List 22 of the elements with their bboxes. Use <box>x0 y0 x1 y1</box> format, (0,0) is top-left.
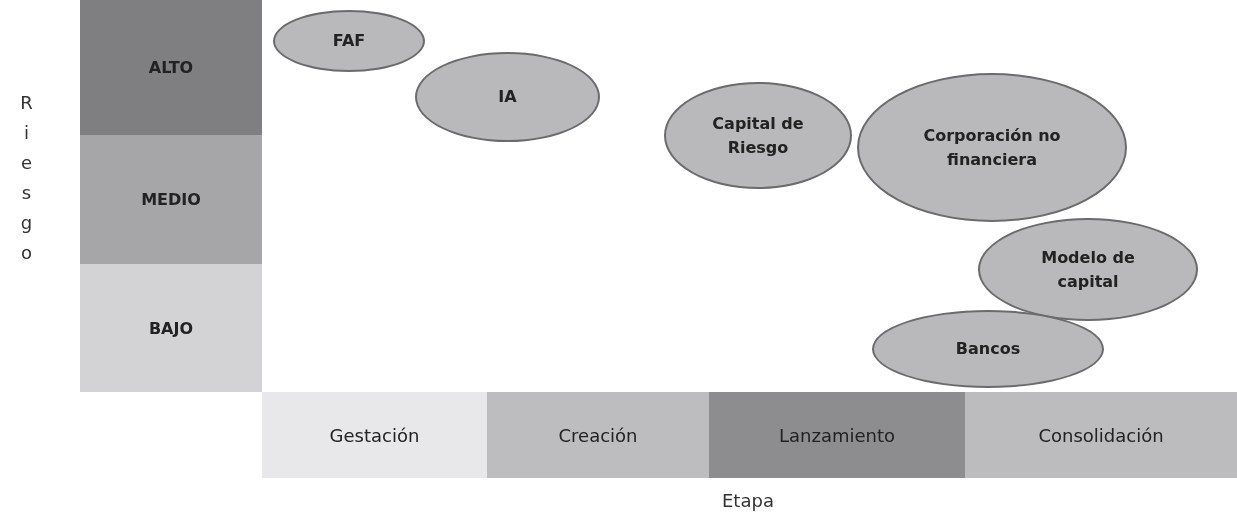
axis-title: Etapa <box>722 490 774 511</box>
band-label: ALTO <box>147 58 195 77</box>
stage-band <box>487 392 709 478</box>
band-label: MEDIO <box>140 190 202 209</box>
risk-level-band <box>80 264 262 392</box>
stage-band <box>262 392 487 478</box>
band-label: Lanzamiento <box>777 424 896 446</box>
ellipse-label: Corporación no financiera <box>922 125 1062 171</box>
stage-band <box>709 392 965 478</box>
band-label: Gestación <box>328 424 421 446</box>
ellipse-label: FAF <box>331 30 367 53</box>
ellipse-label: Capital de Riesgo <box>711 113 805 159</box>
axis-title: Riesgo <box>20 91 33 265</box>
band-label: Consolidación <box>1037 424 1165 446</box>
ellipse-label: Bancos <box>954 338 1022 361</box>
risk-level-band <box>80 0 262 135</box>
risk-level-band <box>80 135 262 264</box>
ellipse-label: IA <box>497 86 518 109</box>
stage-band <box>965 392 1237 478</box>
band-label: BAJO <box>147 318 195 338</box>
ellipse-label: Modelo de capital <box>1040 247 1136 293</box>
band-label: Creación <box>557 424 639 446</box>
